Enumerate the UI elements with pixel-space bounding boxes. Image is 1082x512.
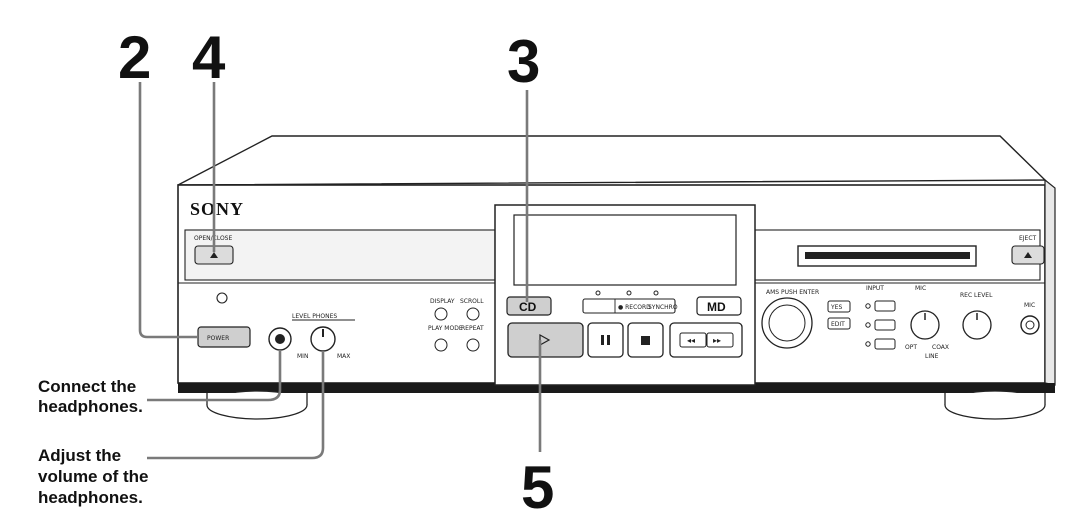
pause-icon	[601, 335, 610, 345]
rewind-icon: ◂◂	[687, 336, 695, 345]
repeat-button[interactable]	[466, 338, 480, 352]
display-label: DISPLAY	[430, 298, 455, 305]
power-label: POWER	[207, 335, 229, 342]
max-label: MAX	[337, 353, 350, 360]
callout-line-2	[138, 82, 198, 339]
deck-bottom-chassis	[178, 383, 1055, 393]
deck-top-surface	[177, 135, 1047, 186]
power-indicator	[216, 292, 228, 304]
phones-level-label: LEVEL PHONES	[292, 313, 337, 320]
md-button[interactable]	[696, 296, 742, 316]
coax-label: COAX	[932, 344, 949, 351]
record-strip[interactable]	[582, 298, 676, 314]
stop-icon	[641, 336, 650, 345]
mic-label: MIC	[915, 285, 926, 292]
step-number-4: 4	[192, 24, 226, 91]
display-button[interactable]	[434, 307, 448, 321]
play-mode-label: PLAY MODE	[428, 325, 463, 332]
caption-volume-3: headphones.	[38, 488, 143, 507]
opt-label: OPT	[905, 344, 917, 351]
input-label: INPUT	[866, 285, 884, 292]
input-select-knob[interactable]	[910, 310, 940, 340]
input-cd-button[interactable]	[874, 300, 896, 312]
caption-volume-1: Adjust the	[38, 446, 121, 465]
caption-headphones-1: Connect the	[38, 377, 136, 396]
input-mic-button[interactable]	[874, 338, 896, 350]
repeat-label: REPEAT	[461, 325, 484, 332]
play-mode-button[interactable]	[434, 338, 448, 352]
scroll-label: SCROLL	[460, 298, 484, 305]
eject-icon	[210, 252, 218, 258]
input-line-button[interactable]	[874, 319, 896, 331]
step-number-5: 5	[521, 454, 554, 512]
edit-label: EDIT	[831, 321, 845, 328]
display-window	[513, 214, 737, 286]
edit-button[interactable]	[827, 317, 851, 330]
cd-button[interactable]	[506, 296, 552, 316]
ams-label: AMS PUSH ENTER	[766, 289, 819, 296]
callout-line-headphones	[147, 350, 282, 402]
callout-line-volume	[147, 351, 325, 460]
yes-button[interactable]	[827, 300, 851, 313]
step-number-2: 2	[118, 24, 151, 91]
scroll-button[interactable]	[466, 307, 480, 321]
md-eject-icon	[1024, 252, 1032, 258]
pause-button[interactable]	[587, 322, 624, 358]
md-button-label: MD	[707, 300, 726, 314]
brand-logo: SONY	[190, 199, 244, 219]
deck-side-face	[1044, 178, 1056, 386]
record-label: ● RECORD	[618, 304, 651, 311]
fast-forward-icon: ▸▸	[713, 336, 721, 345]
step-number-3: 3	[507, 28, 540, 95]
yes-label: YES	[830, 304, 842, 311]
cd-button-label: CD	[519, 300, 537, 314]
caption-headphones-2: headphones.	[38, 397, 143, 416]
synchro-label: SYNCHRO	[648, 304, 678, 311]
min-label: MIN	[297, 353, 308, 360]
eject-label: EJECT	[1019, 235, 1037, 242]
mic-jack-label: MIC	[1024, 302, 1035, 309]
rec-level-knob[interactable]	[962, 310, 992, 340]
line-label: LINE	[925, 353, 939, 360]
rec-level-label: REC LEVEL	[960, 292, 993, 299]
play-button[interactable]	[507, 322, 584, 358]
caption-volume-2: volume of the	[38, 467, 149, 486]
